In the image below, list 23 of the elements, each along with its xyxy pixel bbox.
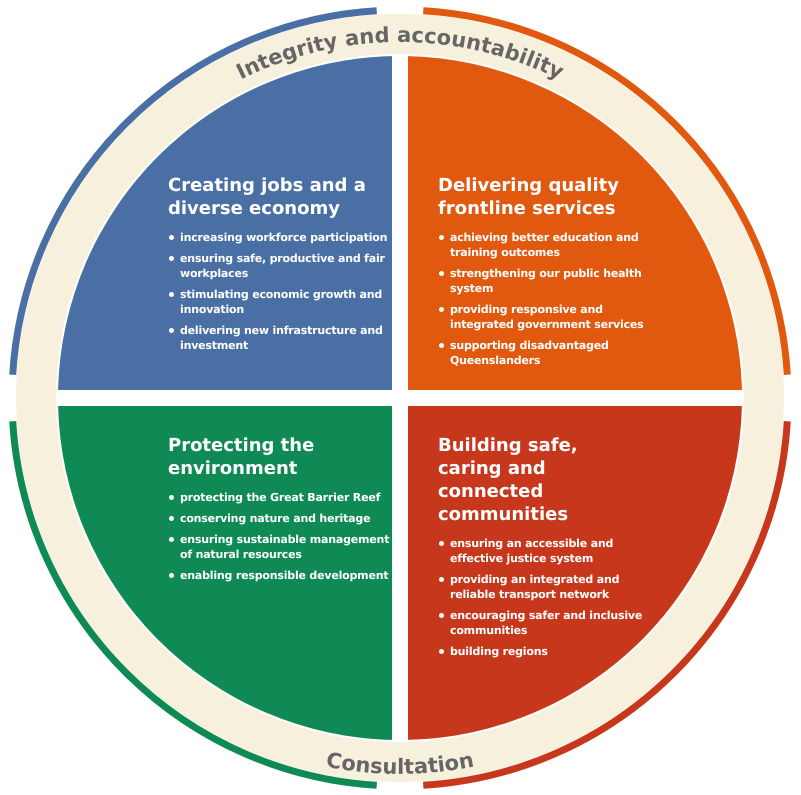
bullet-text: ensuring an accessible and effective justice system bbox=[450, 537, 614, 565]
bullet-text: providing an integrated and reliable transport network bbox=[450, 573, 620, 601]
ring-label: Consultation bbox=[324, 748, 476, 779]
bullet-text: strengthening our public health system bbox=[450, 267, 642, 295]
bullet-text: achieving better education and training outcomes bbox=[450, 231, 639, 259]
bullet-text: ensuring sustainable management of natural resources bbox=[180, 533, 390, 561]
quadrant-segment bbox=[408, 406, 742, 740]
bullet-text: conserving nature and heritage bbox=[180, 512, 370, 525]
quadrant-segment bbox=[58, 406, 392, 740]
bullet-text: building regions bbox=[450, 645, 548, 658]
bullet-text: providing responsive and integrated government services bbox=[450, 303, 644, 331]
bullet-text: stimulating economic growth and innovation bbox=[180, 288, 382, 316]
bullet-text: increasing workforce participation bbox=[180, 231, 388, 244]
bullet-text: supporting disadvantaged Queenslanders bbox=[450, 339, 609, 367]
bullet-text: ensuring safe, productive and fair workplaces bbox=[180, 252, 385, 280]
quadrant-heading: Building safe, caring and connected communities bbox=[438, 434, 579, 526]
quadrant-heading: Delivering quality frontline services bbox=[438, 174, 620, 220]
bullet-text: encouraging safer and inclusive communities bbox=[450, 609, 642, 637]
quadrant-heading: Protecting the environment bbox=[168, 434, 316, 480]
bullet-text: delivering new infrastructure and investment bbox=[180, 324, 383, 352]
bullet-text: enabling responsible development bbox=[180, 569, 388, 582]
bullet-text: protecting the Great Barrier Reef bbox=[180, 491, 380, 504]
quadrant-heading: Creating jobs and a diverse economy bbox=[168, 174, 367, 220]
